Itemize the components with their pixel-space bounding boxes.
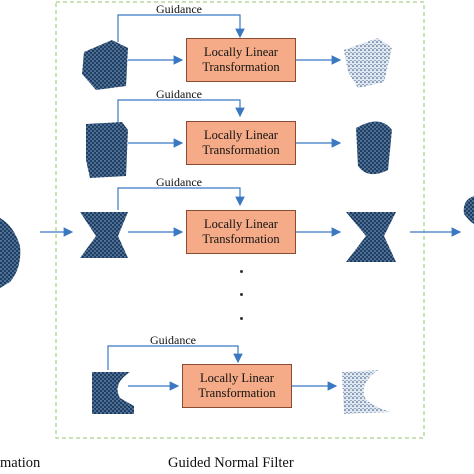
box-line-1: Locally Linear	[200, 371, 274, 385]
output-shape-partial	[463, 196, 474, 224]
row-3-connectors	[117, 187, 342, 237]
transformation-box-1: Locally Linear Transformation	[186, 38, 296, 82]
row-4-connectors	[107, 345, 338, 391]
box-line-1: Locally Linear	[204, 45, 278, 59]
box-line-2: Transformation	[198, 386, 276, 400]
left-caption-fragment: mation	[0, 455, 41, 471]
output-patch-4	[342, 370, 392, 414]
transformation-box-4: Locally Linear Transformation	[182, 364, 292, 408]
filter-frame	[55, 1, 425, 439]
row-1-connectors	[117, 14, 342, 65]
transformation-box-2: Locally Linear Transformation	[186, 121, 296, 165]
output-patch-1	[344, 38, 392, 88]
row-2-connectors	[117, 99, 342, 148]
ellipsis-dot	[240, 293, 243, 296]
output-patch-2	[356, 121, 392, 175]
guidance-label-3: Guidance	[156, 175, 202, 189]
input-patch-4	[92, 372, 134, 414]
transformation-box-3: Locally Linear Transformation	[186, 210, 296, 254]
input-patch-1	[82, 40, 128, 90]
box-line-1: Locally Linear	[204, 128, 278, 142]
main-caption: Guided Normal Filter	[168, 455, 294, 471]
box-line-2: Transformation	[202, 60, 280, 74]
box-line-2: Transformation	[202, 143, 280, 157]
input-shape-partial	[0, 218, 21, 288]
input-patch-3	[80, 212, 128, 258]
ellipsis-dot	[240, 317, 243, 320]
input-patch-2	[86, 122, 128, 178]
box-line-2: Transformation	[202, 232, 280, 246]
guidance-label-4: Guidance	[150, 333, 196, 347]
guidance-label-2: Guidance	[156, 87, 202, 101]
box-line-1: Locally Linear	[204, 217, 278, 231]
guidance-label-1: Guidance	[156, 2, 202, 16]
output-patch-3	[346, 212, 396, 262]
ellipsis-dot	[240, 270, 243, 273]
